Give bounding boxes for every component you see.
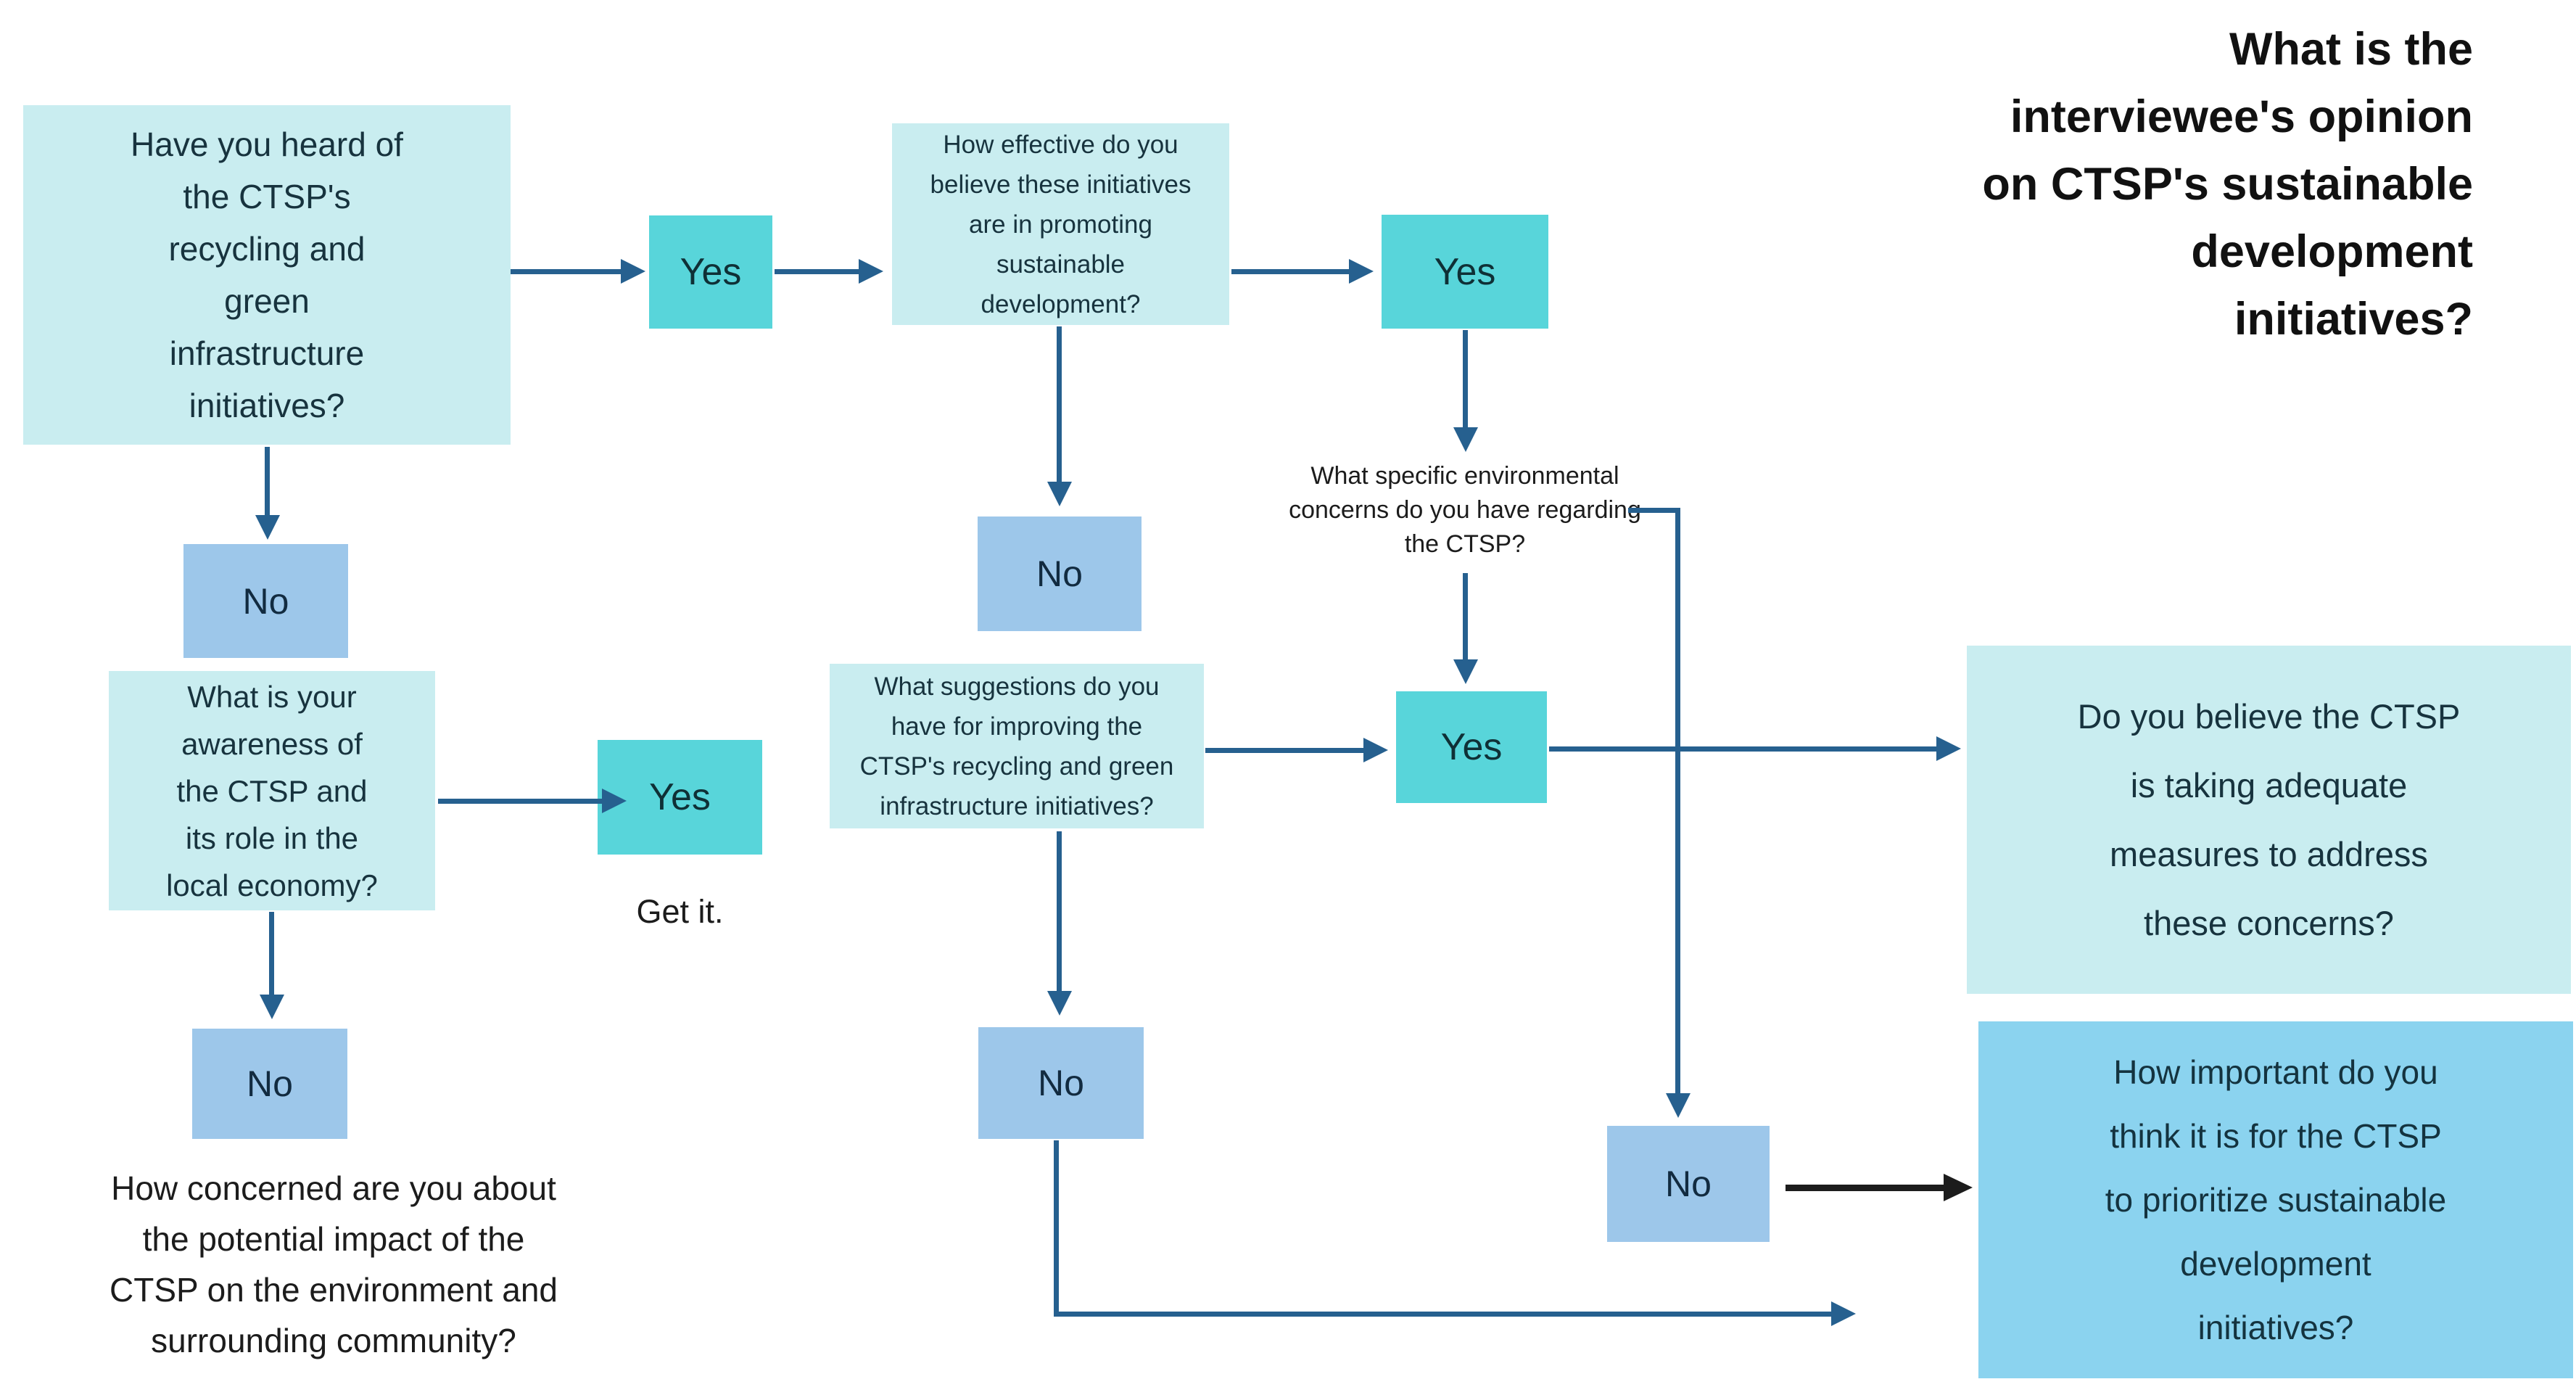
arrow-bottom-right-line — [1054, 1312, 1836, 1317]
arrow-heard-to-no-head — [255, 515, 280, 540]
arrow-suggestions-to-yes-head — [1363, 738, 1388, 762]
arrow-suggestions-to-no-line — [1057, 831, 1062, 995]
arrow-yes-to-adequate-head — [1936, 736, 1961, 761]
node-no-concerns: No — [1607, 1126, 1770, 1242]
node-question-adequate-measures: Do you believe the CTSP is taking adequa… — [1967, 646, 2571, 994]
arrow-suggestions-to-no-head — [1047, 991, 1072, 1016]
arrow-awareness-to-no-head — [260, 995, 284, 1019]
arrow-envtext-to-yes-line — [1463, 573, 1468, 664]
node-question-how-concerned: How concerned are you about the potentia… — [110, 1169, 558, 1359]
arrow-envtext-to-no-head — [1666, 1093, 1690, 1118]
arrow-bottom-right-head — [1831, 1301, 1856, 1326]
connector-no-down-line — [1054, 1140, 1059, 1317]
node-no-heard: No — [183, 544, 348, 658]
node-yes-heard: Yes — [649, 215, 772, 329]
node-question-prioritize-importance: How important do you think it is for the… — [1978, 1021, 2573, 1378]
arrow-awareness-to-no-line — [269, 912, 274, 999]
arrow-awareness-to-yes-line — [438, 799, 606, 804]
node-no-awareness: No — [192, 1029, 347, 1139]
arrow-effective-to-yes-head — [1349, 259, 1374, 284]
arrow-heard-to-no-line — [265, 447, 270, 519]
arrow-suggestions-to-yes-line — [1205, 748, 1368, 753]
node-question-environmental-concerns: What specific environmental concerns do … — [1289, 461, 1641, 558]
arrow-envtext-to-no-line — [1675, 510, 1680, 1098]
arrow-envtext-to-yes-head — [1453, 659, 1478, 684]
node-get-it-label: Get it. — [636, 893, 724, 930]
node-question-suggestions: What suggestions do you have for improvi… — [830, 664, 1204, 828]
node-yes-concerns: Yes — [1396, 691, 1547, 803]
arrow-awareness-to-yes-head — [602, 789, 627, 813]
arrow-effective-to-no-head — [1047, 482, 1072, 506]
arrow-effective-to-no-line — [1057, 326, 1062, 486]
node-no-effective: No — [978, 516, 1142, 631]
arrow-yes-to-envtext-head — [1453, 427, 1478, 452]
arrow-yes-to-envtext-line — [1463, 330, 1468, 432]
arrow-yes-to-adequate-line — [1549, 746, 1941, 752]
arrow-no-to-important-line — [1786, 1185, 1948, 1191]
arrow-no-to-important-head — [1944, 1174, 1973, 1201]
arrow-heard-to-yes-head — [621, 259, 645, 284]
arrow-yes-to-effective-head — [859, 259, 883, 284]
node-question-awareness: What is your awareness of the CTSP and i… — [109, 671, 435, 910]
node-no-suggestions: No — [978, 1027, 1144, 1139]
arrow-effective-to-yes-line — [1231, 269, 1353, 274]
node-yes-effective: Yes — [1382, 215, 1548, 329]
connector-envtext-stub — [1628, 508, 1680, 513]
node-question-heard-initiatives: Have you heard of the CTSP's recycling a… — [23, 105, 511, 445]
node-question-effectiveness: How effective do you believe these initi… — [892, 123, 1229, 325]
page-title: What is the interviewee's opinion on CTS… — [1982, 24, 2473, 345]
arrow-heard-to-yes-line — [511, 269, 625, 274]
arrow-yes-to-effective-line — [775, 269, 863, 274]
